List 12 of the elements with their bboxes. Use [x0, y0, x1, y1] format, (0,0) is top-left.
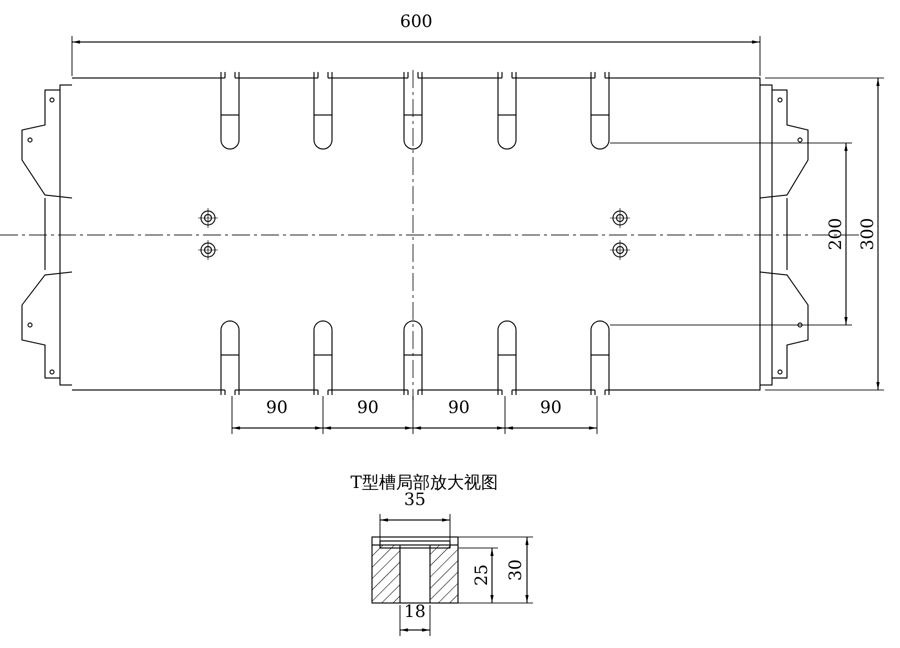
dimension-label: 90 [540, 399, 562, 417]
dimension-label: 300 [859, 218, 878, 250]
dimension-label: 600 [400, 13, 432, 31]
dimension-label: 25 [472, 564, 491, 586]
dimension-label: 90 [266, 399, 288, 417]
dimension-label: 200 [827, 218, 846, 250]
view-title: T型槽局部放大视图 [350, 474, 498, 492]
dimension-label: 35 [404, 491, 426, 509]
dimension-label: 90 [448, 399, 470, 417]
dimension-label: 90 [357, 399, 379, 417]
dimension-label: 30 [506, 559, 525, 581]
dimension-label: 18 [404, 603, 426, 621]
